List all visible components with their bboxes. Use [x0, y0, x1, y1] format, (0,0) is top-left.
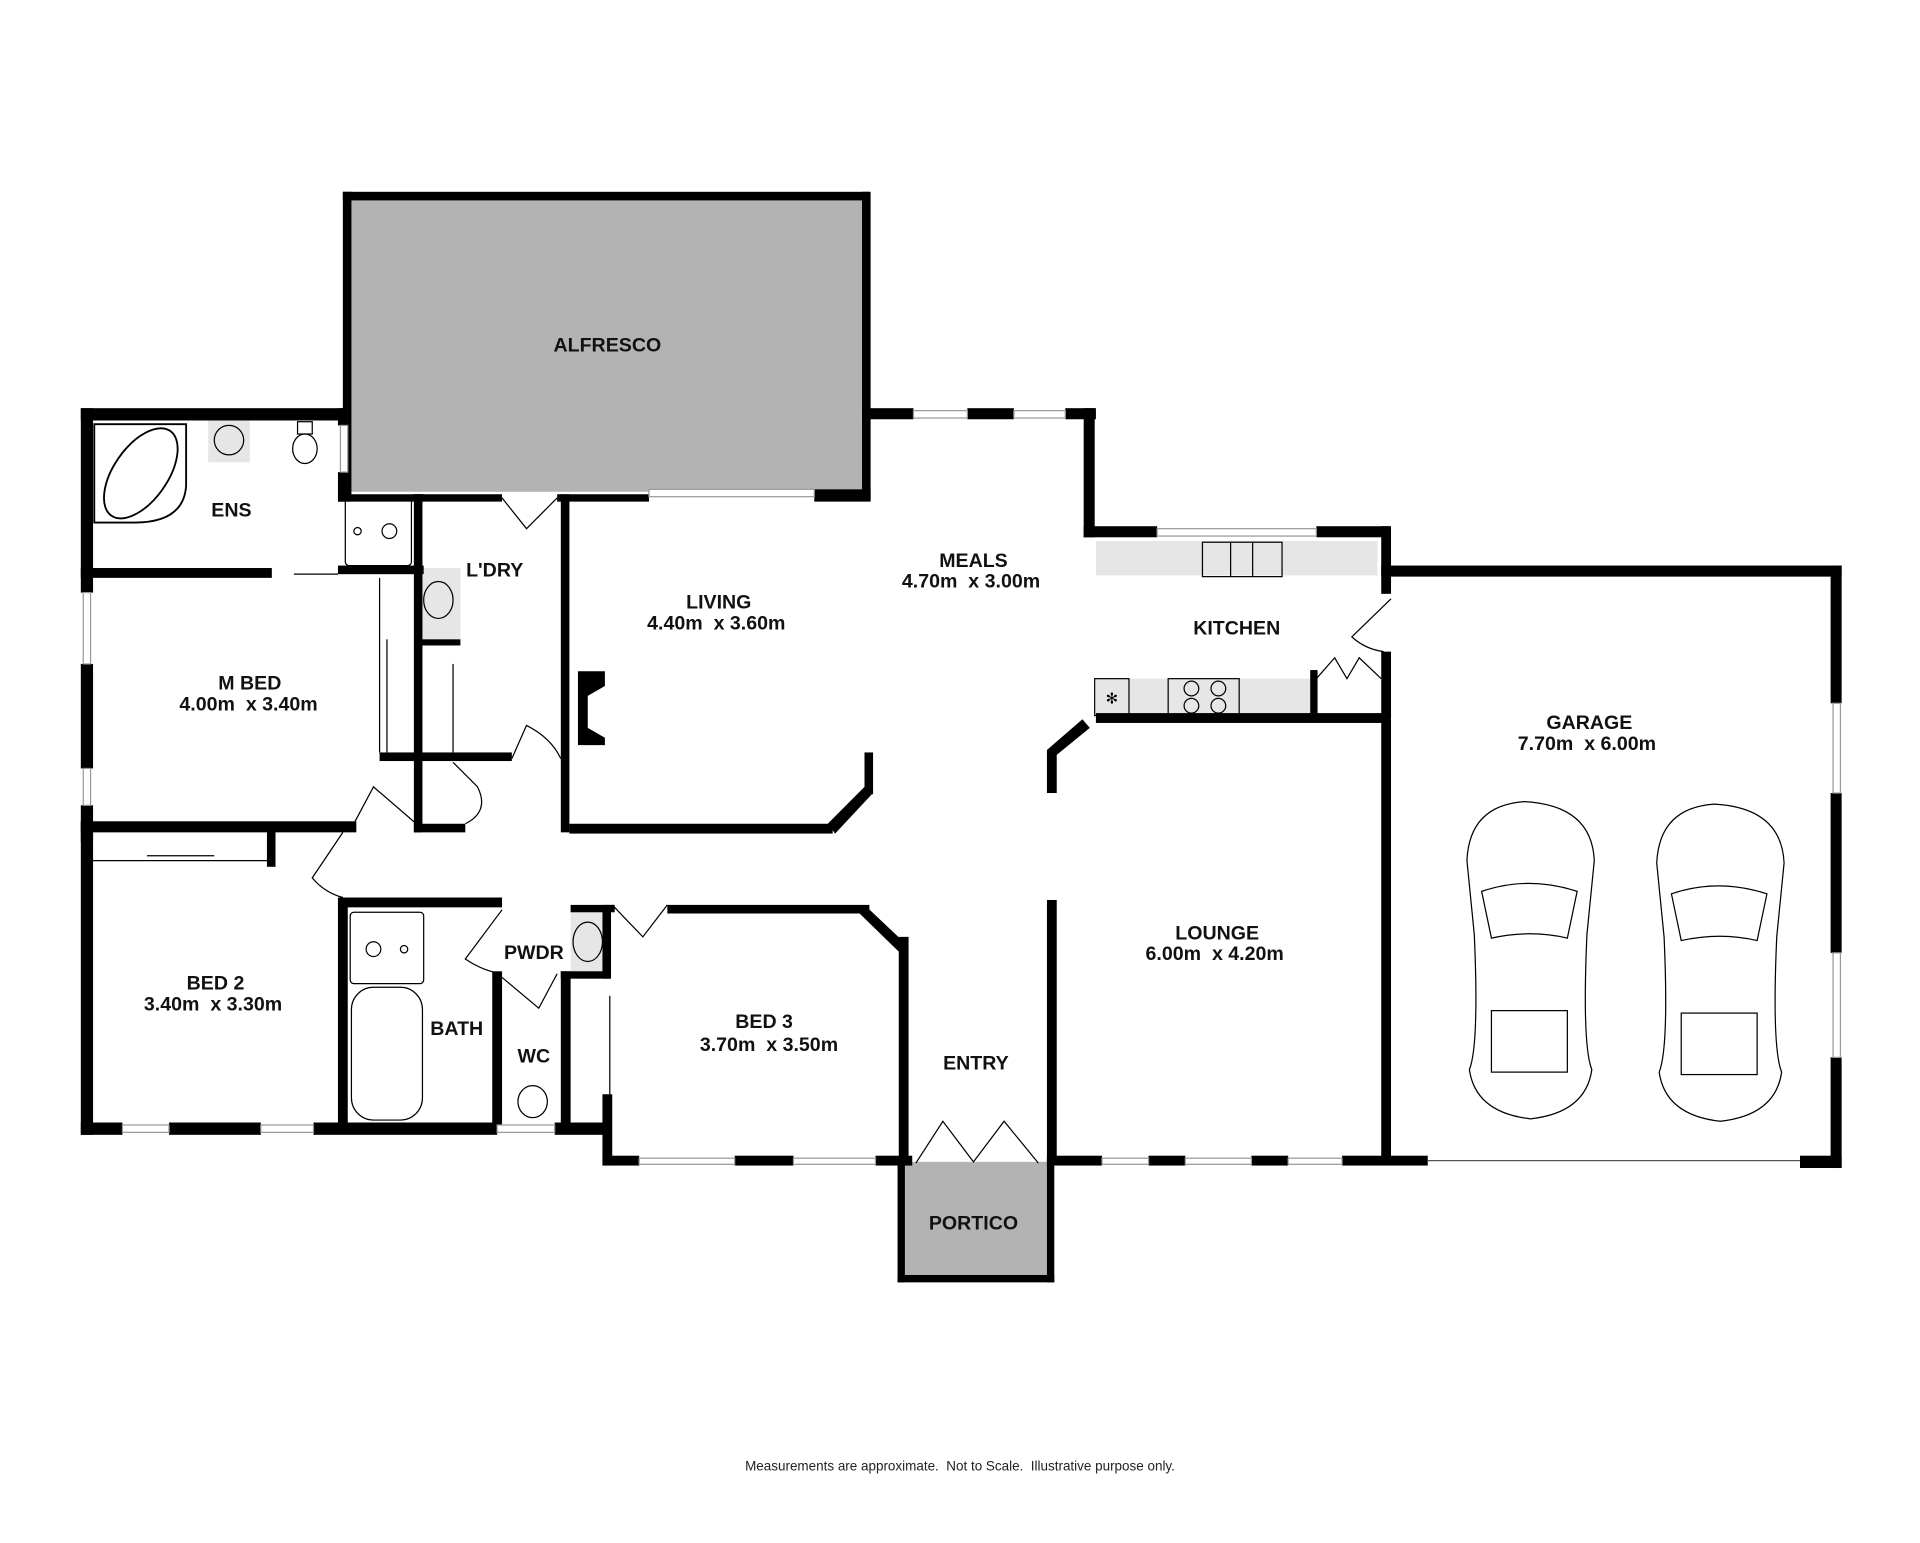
- doors: [93, 497, 1392, 1164]
- room-pwdr: PWDR: [504, 942, 564, 964]
- pwdr-vanity: [570, 909, 605, 974]
- room-garage-dims: 7.70m x 6.00m: [1518, 733, 1656, 755]
- room-kitchen: KITCHEN: [1193, 617, 1280, 639]
- room-bed2-dims: 3.40m x 3.30m: [144, 994, 282, 1016]
- laundry-sink-icon: [423, 580, 454, 620]
- wc-toilet-icon: [517, 1085, 548, 1119]
- fixtures: ✻: [93, 421, 1283, 1121]
- room-labels: ALFRESCO ENS L'DRY LIVING 4.40m x 3.60m …: [144, 335, 1656, 1474]
- room-living-dims: 4.40m x 3.60m: [647, 612, 785, 634]
- pwdr-basin-icon: [572, 921, 604, 963]
- room-ldry: L'DRY: [466, 560, 523, 582]
- room-mbed: M BED: [218, 673, 281, 695]
- alfresco-area: [350, 196, 867, 492]
- kitchen-sink-icon: [1201, 541, 1283, 578]
- room-meals-dims: 4.70m x 3.00m: [902, 571, 1040, 593]
- car-icon: [1656, 803, 1785, 1122]
- bath-shower-icon: [349, 911, 425, 985]
- fridge-icon: [1094, 678, 1130, 717]
- spa-bath-icon: [93, 423, 188, 524]
- kitchen-bench-bottom: [1095, 678, 1311, 716]
- svg-text:✻: ✻: [1106, 691, 1118, 707]
- room-bed3: BED 3: [735, 1011, 793, 1033]
- room-alfresco: ALFRESCO: [553, 335, 661, 357]
- room-entry: ENTRY: [943, 1053, 1009, 1075]
- room-bed3-dims: 3.70m x 3.50m: [700, 1034, 838, 1056]
- room-garage: GARAGE: [1546, 712, 1632, 734]
- garage-cars: [1466, 801, 1785, 1122]
- bathtub-icon: [350, 986, 424, 1121]
- portico-area: [902, 1161, 1050, 1278]
- shower-icon: [344, 496, 413, 567]
- room-mbed-dims: 4.00m x 3.40m: [179, 694, 317, 716]
- room-meals: MEALS: [939, 550, 1008, 572]
- room-ens: ENS: [211, 499, 251, 521]
- car-icon: [1466, 801, 1595, 1120]
- room-bath: BATH: [430, 1018, 483, 1040]
- toilet-icon: [292, 433, 318, 465]
- room-bed2: BED 2: [187, 973, 245, 995]
- room-living: LIVING: [686, 592, 751, 614]
- walls: [80, 191, 1842, 1283]
- room-lounge-dims: 6.00m x 4.20m: [1146, 943, 1284, 965]
- room-portico: PORTICO: [929, 1212, 1018, 1234]
- windows: [82, 410, 1842, 1165]
- room-lounge: LOUNGE: [1175, 922, 1259, 944]
- ldry-bench: [421, 568, 461, 640]
- kitchen-bench-top: [1095, 540, 1378, 576]
- disclaimer-footer: Measurements are approximate. Not to Sca…: [745, 1458, 1175, 1473]
- cooktop-icon: [1167, 678, 1240, 717]
- room-wc: WC: [518, 1045, 551, 1067]
